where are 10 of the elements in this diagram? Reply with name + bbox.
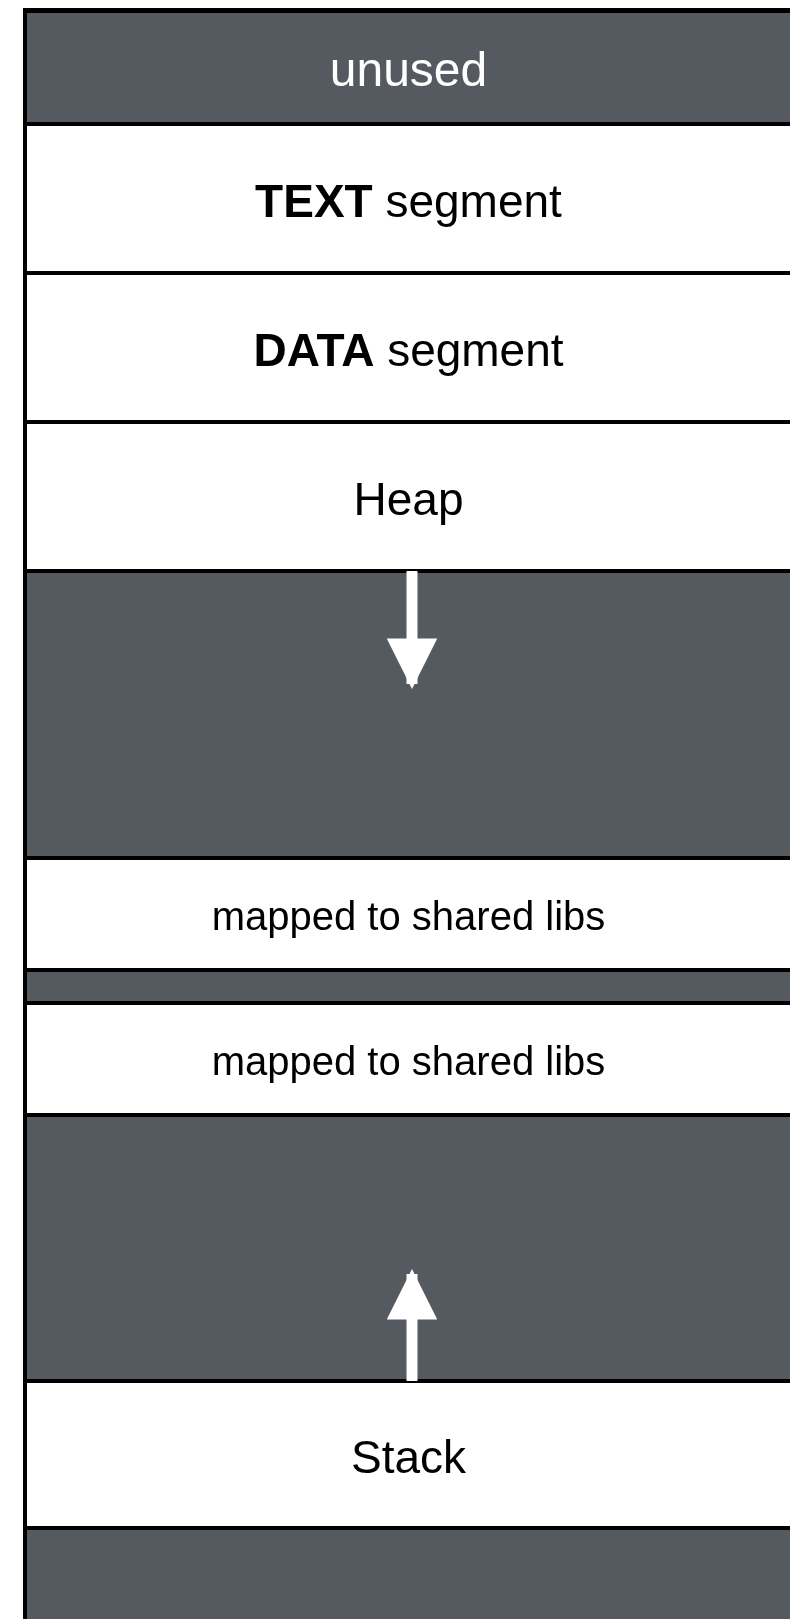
segment-label: Heap (353, 471, 464, 526)
free-space-band (23, 1526, 790, 1619)
segment-label: Stack (350, 1429, 466, 1484)
segment-label: unused (329, 42, 488, 97)
segment-label: TEXT segment (255, 173, 562, 228)
segment-label: mapped to shared libs (211, 893, 606, 939)
segment-label: mapped to shared libs (211, 1038, 606, 1084)
arrow (386, 1268, 438, 1381)
segment-label: DATA segment (253, 322, 564, 377)
arrow (386, 571, 438, 690)
